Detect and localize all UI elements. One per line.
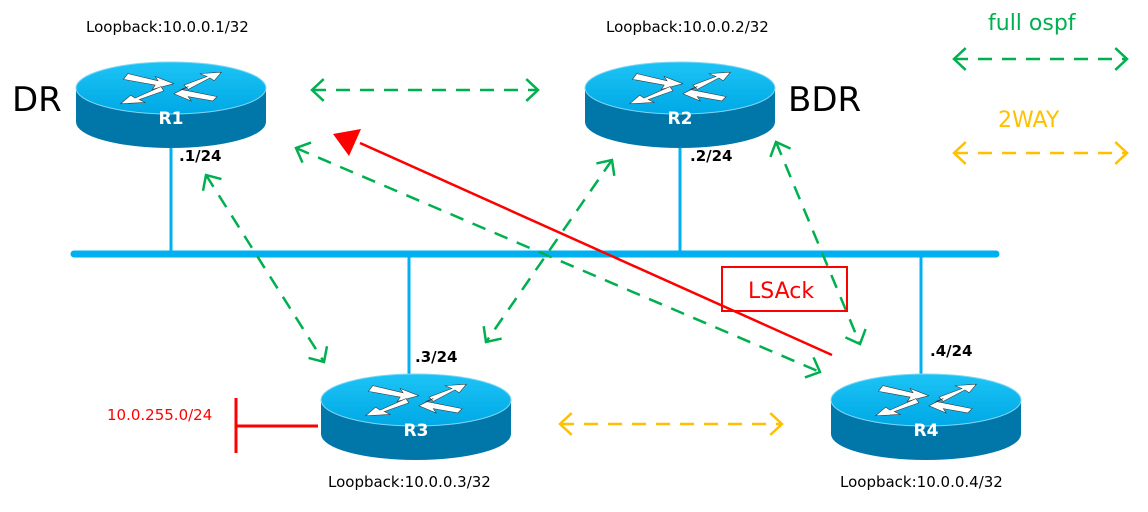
r2-interface-label: .2/24: [690, 147, 733, 165]
router-top: [75, 61, 267, 115]
legend-2way-arrow-line: [952, 141, 1129, 165]
r2-role-label: BDR: [788, 80, 861, 120]
arrowhead-icon: [596, 158, 616, 177]
adjacency-r1-r3: [201, 173, 329, 364]
lsack-label: LSAck: [748, 279, 814, 304]
arrowhead-icon: [310, 78, 325, 102]
router-r2[interactable]: R2: [584, 61, 776, 148]
router-name-label: R4: [914, 421, 939, 441]
arrowhead-icon: [769, 412, 784, 436]
arrowhead-icon: [201, 173, 222, 191]
legend-full-arrow-line: [952, 47, 1129, 71]
arrowhead-icon: [558, 412, 573, 436]
arrowhead-icon: [294, 141, 312, 164]
lsack-message: LSAck: [333, 129, 848, 357]
adjacency-r2-r3: [482, 158, 616, 344]
stub-network: 10.0.255.0/24: [107, 398, 318, 453]
adjacency-r1-r2: [310, 78, 540, 102]
r3-interface-label: .3/24: [415, 348, 458, 366]
r1-interface-label: .1/24: [179, 147, 222, 165]
router-top: [584, 61, 776, 115]
arrowhead-icon: [1114, 47, 1129, 71]
router-name-label: R1: [159, 109, 184, 129]
adjacency-r2-r4: [769, 140, 867, 346]
arrowhead-icon: [952, 141, 967, 165]
r1-loopback-label: Loopback:10.0.0.1/32: [86, 18, 249, 36]
r1-role-label: DR: [12, 80, 62, 120]
arrowhead-icon: [1114, 141, 1129, 165]
r4-interface-label: .4/24: [930, 342, 973, 360]
arrowhead-icon: [308, 346, 329, 364]
router-top: [830, 373, 1022, 427]
legend-full-label: full ospf: [988, 11, 1077, 36]
adjacency-layer: [201, 78, 867, 436]
router-r4[interactable]: R4: [830, 373, 1022, 460]
adjacency-r3-r4: [558, 412, 784, 436]
legend-full-arrow: [952, 47, 1129, 71]
arrowhead-icon: [952, 47, 967, 71]
router-name-label: R2: [668, 109, 693, 129]
lsack-box: [721, 266, 848, 312]
arrowhead-icon: [482, 325, 502, 344]
router-r1[interactable]: R1: [75, 61, 267, 148]
router-top: [320, 373, 512, 427]
lsack-arrowhead: [333, 129, 361, 156]
legend: full ospf 2WAY: [952, 11, 1129, 165]
router-r3[interactable]: R3: [320, 373, 512, 460]
legend-2way-arrow: [952, 141, 1129, 165]
stub-network-label: 10.0.255.0/24: [107, 406, 212, 424]
r3-loopback-label: Loopback:10.0.0.3/32: [328, 473, 491, 491]
legend-2way-label: 2WAY: [998, 108, 1060, 133]
arrowhead-icon: [525, 78, 540, 102]
adjacency-r1-r4: [294, 141, 822, 379]
arrowhead-icon: [844, 328, 867, 346]
arrowhead-icon: [804, 356, 822, 379]
arrowhead-icon: [769, 140, 792, 158]
r4-loopback-label: Loopback:10.0.0.4/32: [840, 473, 1003, 491]
router-name-label: R3: [404, 421, 429, 441]
r2-loopback-label: Loopback:10.0.0.2/32: [606, 18, 769, 36]
